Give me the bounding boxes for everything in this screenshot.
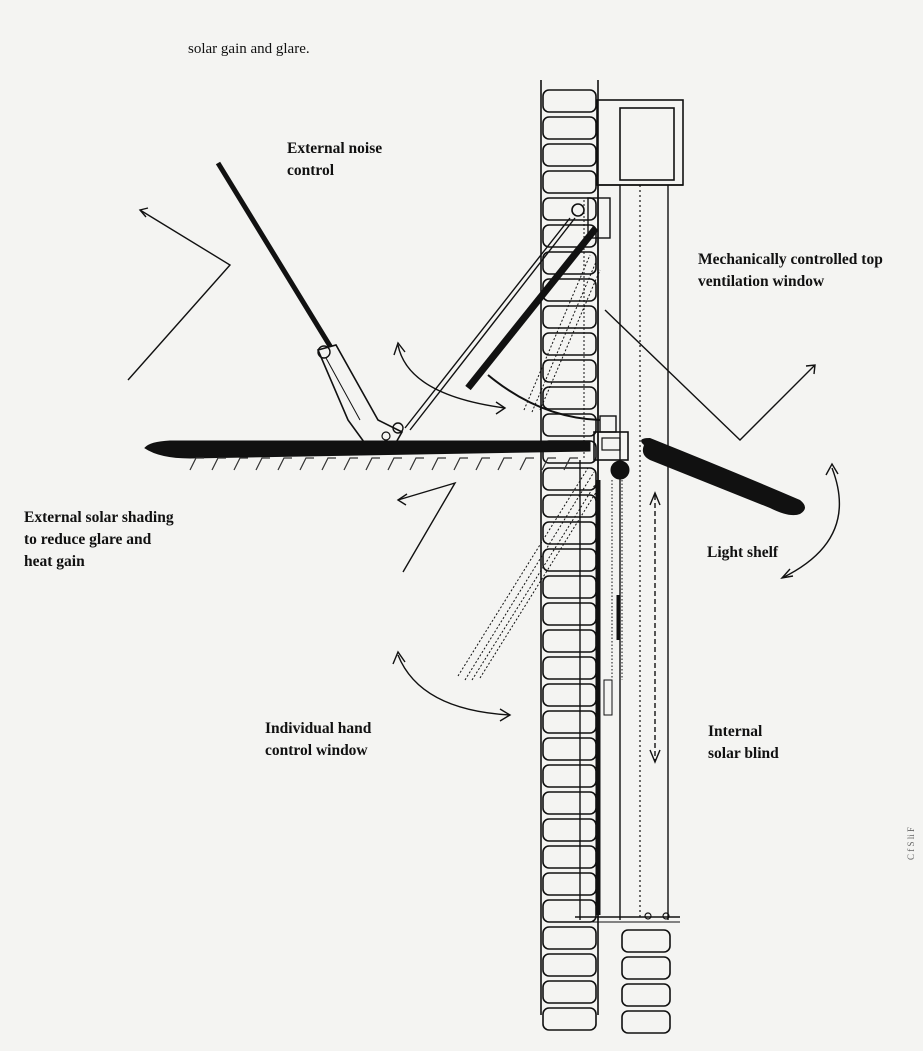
brick [542, 791, 597, 815]
hatch-mark [387, 457, 402, 471]
light-shelf [641, 438, 805, 516]
label-internal-solar-blind: Internal solar blind [708, 723, 779, 762]
brick [542, 953, 597, 977]
label-mechanical-top-window: Mechanically controlled top ventilation … [698, 251, 883, 290]
brick [542, 737, 597, 761]
brick [542, 197, 597, 221]
brick [542, 818, 597, 842]
hatch-mark [233, 457, 248, 471]
brick [542, 548, 597, 572]
label-external-solar-shading: External solar shading to reduce glare a… [24, 509, 174, 570]
brick [542, 980, 597, 1004]
hatch-mark [519, 457, 534, 471]
shading-hatch [189, 457, 578, 471]
brick [542, 926, 597, 950]
brick [542, 656, 597, 680]
brick [542, 359, 597, 383]
hatch-mark [321, 457, 336, 471]
brick [542, 467, 597, 491]
top-ventilation-window [404, 197, 611, 431]
brick [542, 899, 597, 923]
vent-housing [596, 99, 684, 186]
hatch-mark [541, 457, 556, 471]
hatch-mark [211, 457, 226, 471]
external-noise-control-panel [215, 161, 404, 447]
brick [542, 602, 597, 626]
hatch-mark [453, 457, 468, 471]
hatch-mark [497, 457, 512, 471]
hatch-mark [277, 457, 292, 471]
hatch-mark [563, 457, 578, 471]
brick [542, 1007, 597, 1031]
brick [621, 983, 671, 1007]
hatch-mark [365, 457, 380, 471]
brick [542, 413, 597, 437]
brick [542, 872, 597, 896]
brick [542, 683, 597, 707]
brick [542, 710, 597, 734]
brick-wall [540, 80, 671, 1034]
internal-blind-mechanism [593, 415, 630, 915]
brick [542, 845, 597, 869]
brick [542, 170, 597, 194]
brick [621, 1010, 671, 1034]
brick [542, 629, 597, 653]
label-light-shelf: Light shelf [707, 544, 779, 561]
hatch-mark [255, 457, 270, 471]
brick [621, 956, 671, 980]
hatch-mark [431, 457, 446, 471]
margin-credit: C f S li F [906, 826, 916, 860]
annotation-leaders [127, 207, 840, 764]
brick [621, 929, 671, 953]
brick [542, 143, 597, 167]
page-caption: solar gain and glare. [188, 41, 310, 57]
brick [542, 521, 597, 545]
hatch-mark [299, 457, 314, 471]
hatch-mark [343, 457, 358, 471]
brick [542, 116, 597, 140]
hand-control-window [457, 467, 601, 681]
brick [542, 332, 597, 356]
hatch-mark [189, 457, 204, 471]
brick [542, 764, 597, 788]
label-hand-control-window: Individual hand control window [265, 720, 372, 759]
hatch-mark [409, 457, 424, 471]
label-external-noise-control: External noise control [287, 140, 383, 179]
brick [542, 575, 597, 599]
brick [542, 386, 597, 410]
hatch-mark [475, 457, 490, 471]
brick [542, 89, 597, 113]
sill-hardware [644, 912, 670, 920]
brick [542, 305, 597, 329]
brick [542, 251, 597, 275]
external-solar-shading-fin [144, 440, 591, 471]
window-frame [575, 185, 680, 923]
